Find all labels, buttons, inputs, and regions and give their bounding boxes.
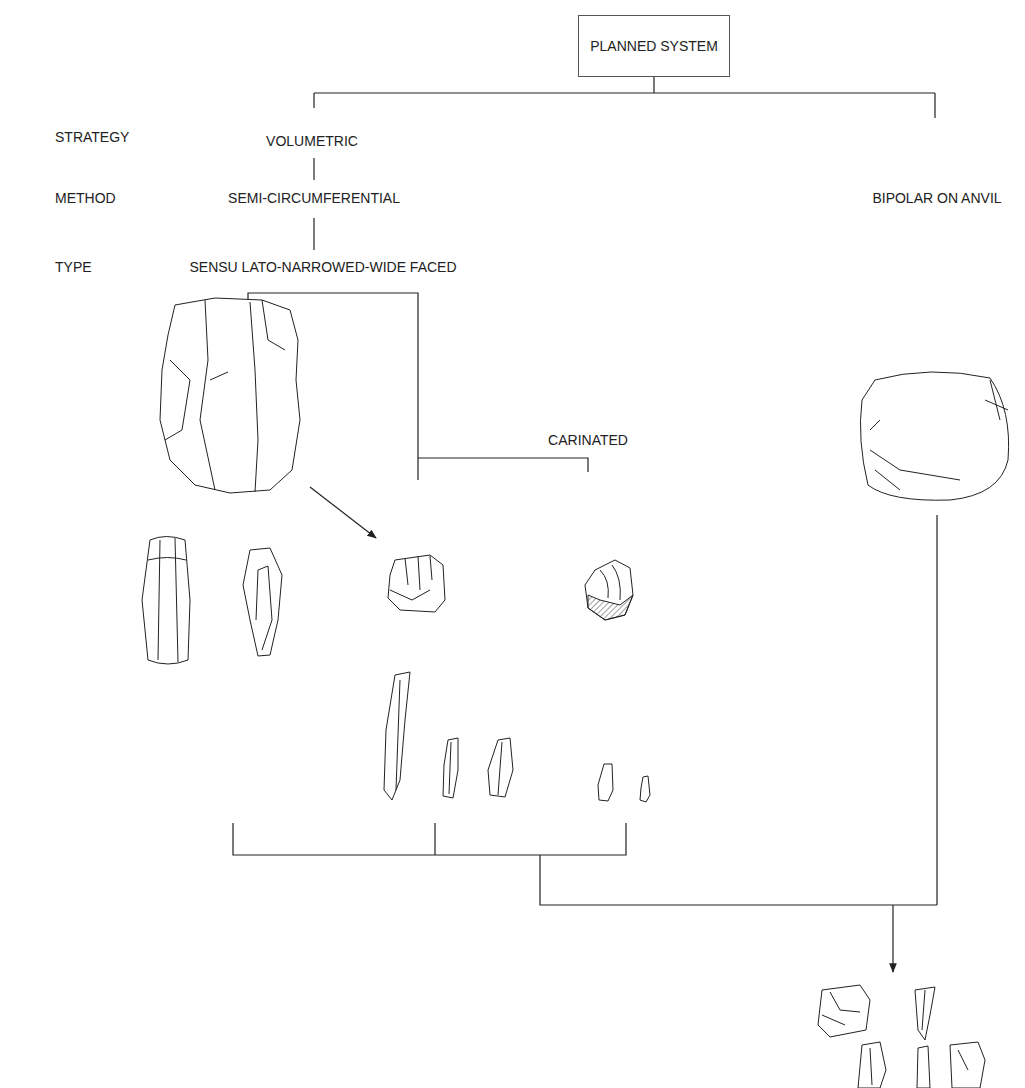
row-heading: STRATEGY bbox=[55, 130, 129, 145]
process-box: PLANNED SYSTEM bbox=[578, 15, 730, 77]
row-heading: METHOD bbox=[55, 191, 116, 206]
tree-label: CARINATED bbox=[548, 433, 628, 448]
tree-label: SEMI-CIRCUMFERENTIAL bbox=[228, 191, 400, 206]
tree-label: SENSU LATO-NARROWED-WIDE FACED bbox=[189, 260, 456, 275]
row-heading: TYPE bbox=[55, 260, 92, 275]
box-label: PLANNED SYSTEM bbox=[590, 38, 718, 54]
tree-label: VOLUMETRIC bbox=[266, 134, 358, 149]
tree-label: BIPOLAR ON ANVIL bbox=[872, 191, 1001, 206]
lithic-drawings bbox=[142, 298, 1009, 1088]
arrows bbox=[310, 487, 893, 972]
